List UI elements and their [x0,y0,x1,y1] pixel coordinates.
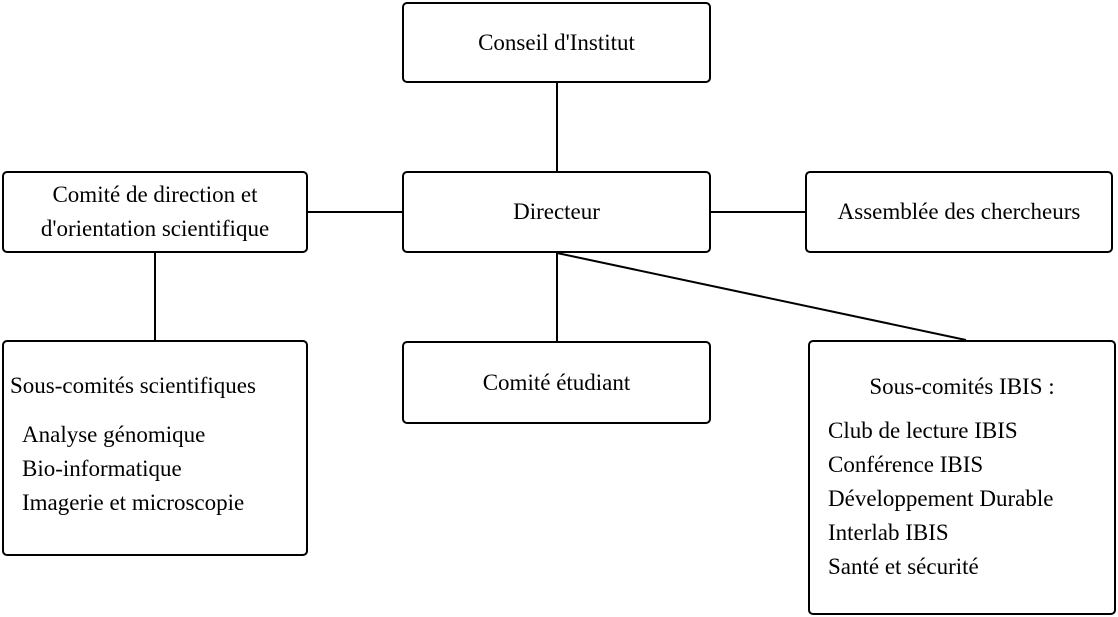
sous-comites-scientifiques-title: Sous-comités scientifiques [10,373,256,398]
list-item: Santé et sécurité [828,554,979,579]
sous-comites-ibis-list: Club de lecture IBIS Conférence IBIS Dév… [828,414,1053,584]
sous-comites-ibis-box: Sous-comités IBIS : Club de lecture IBIS… [808,340,1116,615]
sous-comites-scientifiques-box: Sous-comités scientifiques Analyse génom… [2,340,308,556]
conseil-institut-box: Conseil d'Institut [402,2,711,83]
directeur-box: Directeur [402,171,711,253]
comite-direction-box: Comité de direction et d'orientation sci… [2,171,308,253]
list-item: Bio-informatique [22,456,182,481]
directeur-label: Directeur [513,199,600,224]
connector-directeur-ibis [556,252,967,341]
list-item: Interlab IBIS [828,520,949,545]
list-item: Analyse génomique [22,422,206,447]
sous-comites-ibis-title: Sous-comités IBIS : [869,374,1055,399]
list-item: Développement Durable [828,486,1054,511]
list-item: Club de lecture IBIS [828,418,1018,443]
sous-comites-scientifiques-list: Analyse génomique Bio-informatique Image… [22,418,244,520]
conseil-institut-label: Conseil d'Institut [478,29,635,55]
assemblee-chercheurs-label: Assemblée des chercheurs [837,199,1081,224]
list-item: Imagerie et microscopie [22,490,245,515]
comite-etudiant-box: Comité étudiant [402,341,711,424]
list-item: Conférence IBIS [828,452,984,477]
comite-direction-label-line1: Comité de direction et [52,182,258,207]
comite-direction-label-line2: d'orientation scientifique [40,216,270,241]
comite-etudiant-label: Comité étudiant [482,369,631,395]
assemblee-chercheurs-box: Assemblée des chercheurs [805,171,1113,253]
